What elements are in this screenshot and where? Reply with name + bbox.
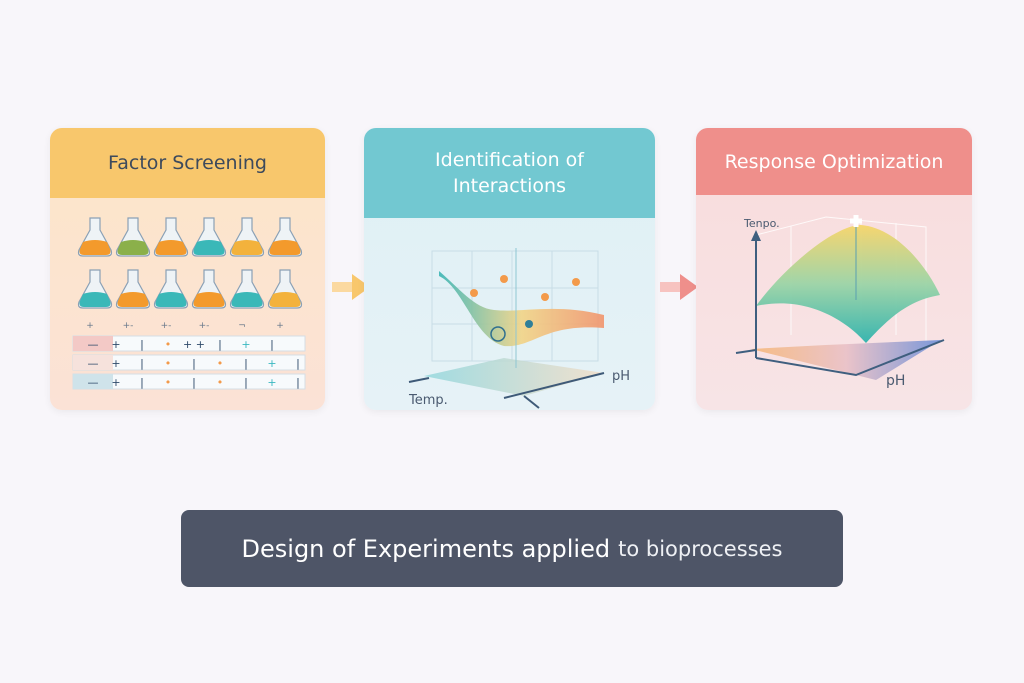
title-banner: Design of Experiments applied to bioproc…: [181, 510, 843, 587]
table-cell: |: [218, 338, 222, 351]
flask-liquid: [155, 240, 187, 255]
flask-liquid: [193, 240, 225, 255]
table-cell: +: [241, 338, 250, 351]
panel-title: Factor Screening: [50, 128, 325, 198]
z-axis-label: Tenpo.: [743, 217, 780, 230]
row-level-cell: [73, 374, 113, 389]
table-cell: + +: [183, 338, 205, 351]
panel-title: Response Optimization: [696, 128, 972, 195]
flask-liquid: [193, 292, 225, 307]
row-level-cell: [73, 355, 113, 370]
flask-liquid: [79, 292, 111, 307]
table-cell: •: [165, 376, 172, 389]
banner-title-rest: to bioprocesses: [618, 536, 783, 561]
table-cell: •: [165, 338, 172, 351]
arrow-right-icon: [332, 274, 370, 300]
table-cell: |: [192, 357, 196, 370]
flask-grid-illustration: ++-+-+-¬+—+|•+ +|+|—+|•|•|+|—+|•|•|+|: [72, 217, 306, 390]
column-marker: +-: [199, 321, 210, 331]
flask-liquid: [117, 240, 149, 255]
factor-screening-panel: Factor Screening ++-+-+-¬+—+|•+ +|+|—+|•…: [50, 128, 325, 410]
flask-liquid: [231, 292, 263, 307]
flask-liquid: [155, 292, 187, 307]
table-cell: |: [140, 357, 144, 370]
table-cell: —: [88, 357, 99, 370]
table-cell: +: [267, 376, 276, 389]
table-cell: |: [140, 338, 144, 351]
column-marker: +: [86, 321, 94, 331]
flask-liquid: [79, 240, 111, 255]
column-marker: ¬: [238, 321, 246, 331]
column-marker: +-: [161, 321, 172, 331]
table-cell: •: [165, 357, 172, 370]
table-cell: •: [217, 357, 224, 370]
flask-liquid: [269, 240, 301, 255]
table-cell: |: [296, 357, 300, 370]
arrow-right-icon: [660, 274, 698, 300]
response-optimization-panel: Response Optimization Tenpo. pH: [696, 128, 972, 410]
column-marker: +: [276, 321, 284, 331]
table-cell: +: [111, 338, 120, 351]
x-axis-label: pH: [886, 373, 905, 389]
flask-liquid: [117, 292, 149, 307]
row-level-cell: [73, 336, 113, 351]
table-cell: |: [192, 376, 196, 389]
interactions-panel: Identification of Interactions Temp. pH: [364, 128, 655, 410]
response-surface-plot: Tenpo. pH: [735, 215, 945, 389]
banner-title-bold: Design of Experiments applied: [241, 534, 611, 563]
table-cell: |: [270, 338, 274, 351]
table-cell: +: [111, 376, 120, 389]
table-cell: |: [244, 376, 248, 389]
table-cell: •: [217, 376, 224, 389]
column-marker: +-: [123, 321, 134, 331]
table-cell: |: [140, 376, 144, 389]
panel-title: Identification of Interactions: [364, 128, 655, 218]
table-cell: —: [88, 376, 99, 389]
table-cell: +: [111, 357, 120, 370]
table-cell: |: [244, 357, 248, 370]
x-axis-label: Temp.: [408, 393, 448, 408]
flask-liquid: [269, 292, 301, 307]
flask-liquid: [231, 240, 263, 255]
interaction-surface-plot: Temp. pH: [408, 248, 630, 409]
y-axis-label: pH: [612, 369, 630, 384]
table-cell: |: [296, 376, 300, 389]
table-cell: —: [88, 338, 99, 351]
table-cell: +: [267, 357, 276, 370]
